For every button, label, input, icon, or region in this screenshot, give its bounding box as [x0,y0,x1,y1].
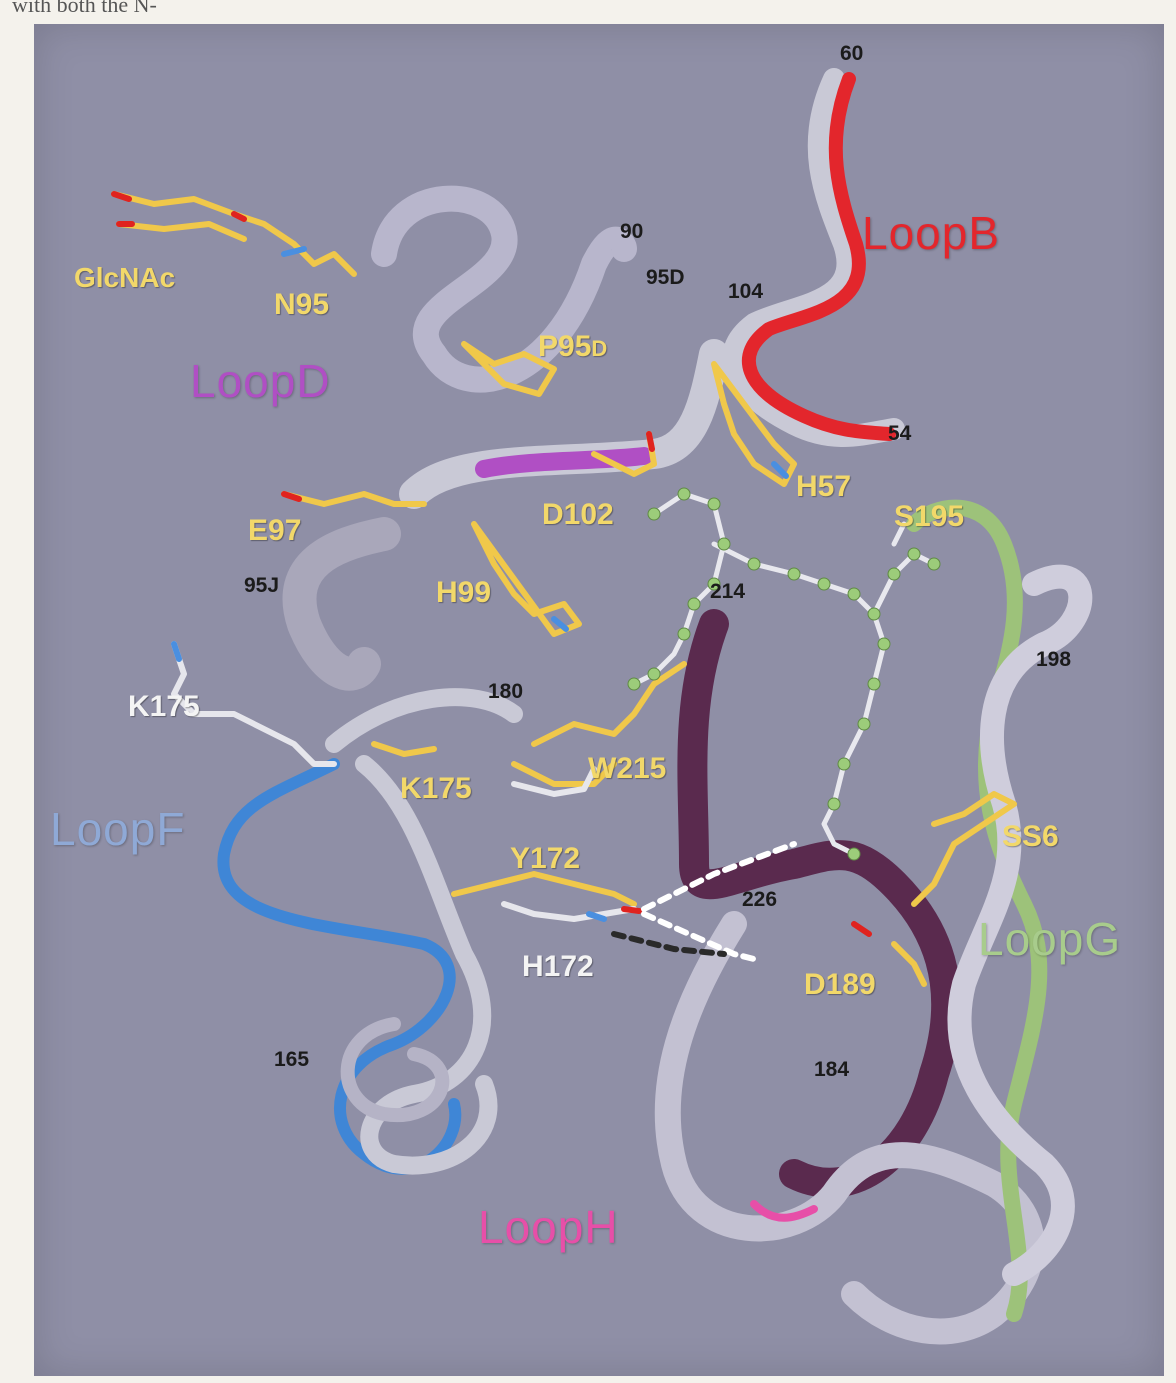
label-w215: W215 [588,752,666,786]
inhibitor-molecule [628,488,940,860]
label-k175-white: K175 [128,690,200,724]
label-k175-yellow: K175 [400,772,472,806]
residue-number-198: 198 [1036,648,1071,672]
label-s195: S195 [894,500,964,534]
residue-number-214: 214 [710,580,745,604]
label-d189: D189 [804,968,876,1002]
label-glcnac: GlcNAc [74,262,175,294]
central-dark-strand [692,624,946,1183]
residue-number-165: 165 [274,1048,309,1072]
label-y172: Y172 [510,842,580,876]
label-n95: N95 [274,288,329,322]
label-ss6: SS6 [1002,820,1059,854]
residue-number-95J: 95J [244,574,279,598]
loopB-label: LoopB [862,206,1000,260]
helix-95J [299,534,384,674]
residue-number-60: 60 [840,42,863,66]
protein-structure-figure: 60 90 95D 104 54 95J 214 198 180 226 165… [34,24,1164,1376]
label-h99: H99 [436,576,491,610]
label-h172: H172 [522,950,594,984]
loopD-label: LoopD [190,354,331,408]
loopG-label: LoopG [978,912,1121,966]
label-p95d: P95D [538,330,607,364]
loopF-label: LoopF [50,802,185,856]
residue-number-226: 226 [742,888,777,912]
residue-number-54: 54 [888,422,911,446]
cut-off-caption-text: with both the N- [12,0,157,18]
residue-number-95D: 95D [646,266,685,290]
residue-number-104: 104 [728,280,763,304]
residue-number-180: 180 [488,680,523,704]
label-h57: H57 [796,470,851,504]
label-e97: E97 [248,514,301,548]
label-d102: D102 [542,498,614,532]
residue-number-184: 184 [814,1058,849,1082]
residue-number-90: 90 [620,220,643,244]
loopH-label: LoopH [478,1200,619,1254]
